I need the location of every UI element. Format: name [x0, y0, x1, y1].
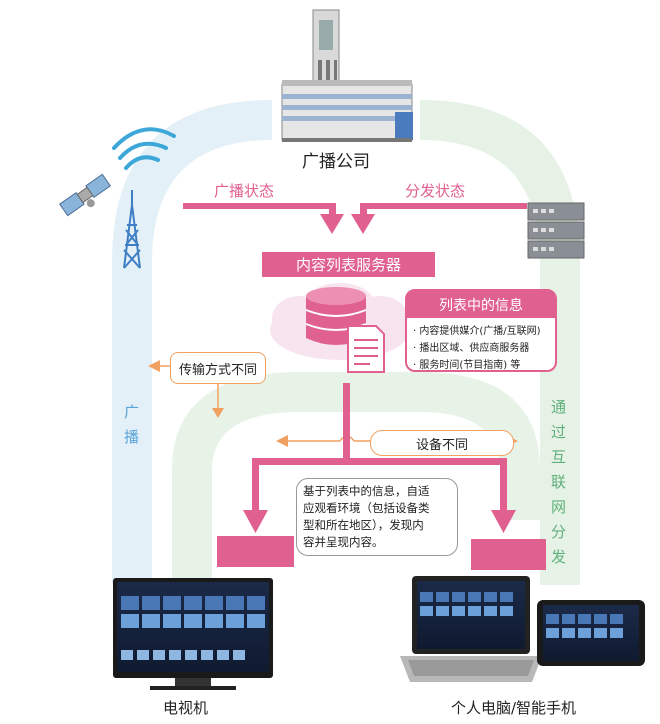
distribution-status-label: 分发状态	[405, 182, 466, 200]
vertical-char: 通	[551, 398, 567, 416]
adaptive-callout: 基于列表中的信息，自适 应观看环境（包括设备类 型和所在地区），发现内 容并呈现…	[296, 478, 458, 556]
broadcaster-label: 广播公司	[302, 152, 370, 172]
device-diff-box: 设备不同	[370, 430, 514, 456]
internet-band-inner	[172, 372, 540, 600]
tv-label: 电视机	[163, 699, 209, 717]
vertical-char: 播	[124, 428, 140, 446]
info-item: · 内容提供媒介(广播/互联网)	[413, 326, 541, 337]
vertical-char: 广	[124, 403, 140, 421]
distribution-lines	[243, 383, 516, 533]
tv-icon	[113, 578, 273, 690]
server-rack-icon	[527, 202, 585, 259]
vertical-char: 联	[551, 473, 567, 491]
pc-target-box	[471, 539, 546, 570]
document-icon	[347, 325, 385, 373]
tv-target-box	[217, 536, 294, 567]
transmission-arrowhead-left	[148, 360, 160, 372]
broadcast-vertical-label: 广 播	[124, 400, 139, 450]
tablet-icon	[537, 600, 645, 666]
satellite-icon	[58, 173, 112, 217]
device-arrowhead-left	[276, 435, 288, 447]
broadcast-tower-icon	[123, 190, 141, 269]
vertical-char: 网	[551, 498, 567, 516]
signal-waves-icon	[112, 127, 176, 170]
info-item: · 服务时间(节目指南) 等	[413, 360, 521, 371]
callout-line: 型和所在地区），发现内	[303, 518, 424, 532]
broadcast-status-label: 广播状态	[214, 182, 275, 200]
server-label: 内容列表服务器	[295, 256, 401, 274]
vertical-char: 分	[551, 523, 567, 541]
transmission-diff-box: 传输方式不同	[170, 352, 266, 384]
pc-phone-label: 个人电脑/智能手机	[451, 699, 577, 717]
vertical-char: 过	[551, 423, 567, 441]
transmission-diff-label: 传输方式不同	[178, 362, 257, 378]
content-list-server-box: 内容列表服务器	[262, 252, 435, 277]
info-item: · 播出区域、供应商服务器	[413, 343, 530, 354]
list-info-box: 列表中的信息 · 内容提供媒介(广播/互联网) · 播出区域、供应商服务器 · …	[405, 289, 557, 372]
broadcast-band	[112, 100, 272, 585]
status-arrows	[183, 203, 527, 234]
callout-line: 基于列表中的信息，自适	[303, 484, 430, 498]
internet-band-top	[420, 100, 580, 585]
vertical-char: 互	[551, 448, 567, 466]
info-title-text: 列表中的信息	[439, 297, 523, 314]
device-diff-label: 设备不同	[415, 437, 468, 453]
callout-line: 应观看环境（包括设备类	[303, 501, 430, 515]
info-title: 列表中的信息	[407, 291, 555, 318]
vertical-char: 发	[551, 548, 567, 566]
transmission-arrowhead-down	[212, 408, 224, 418]
internet-vertical-label: 通 过 互 联 网 分 发	[551, 395, 566, 570]
callout-line: 容并呈现内容。	[303, 535, 384, 549]
building-icon	[281, 9, 413, 142]
laptop-icon	[400, 576, 542, 682]
